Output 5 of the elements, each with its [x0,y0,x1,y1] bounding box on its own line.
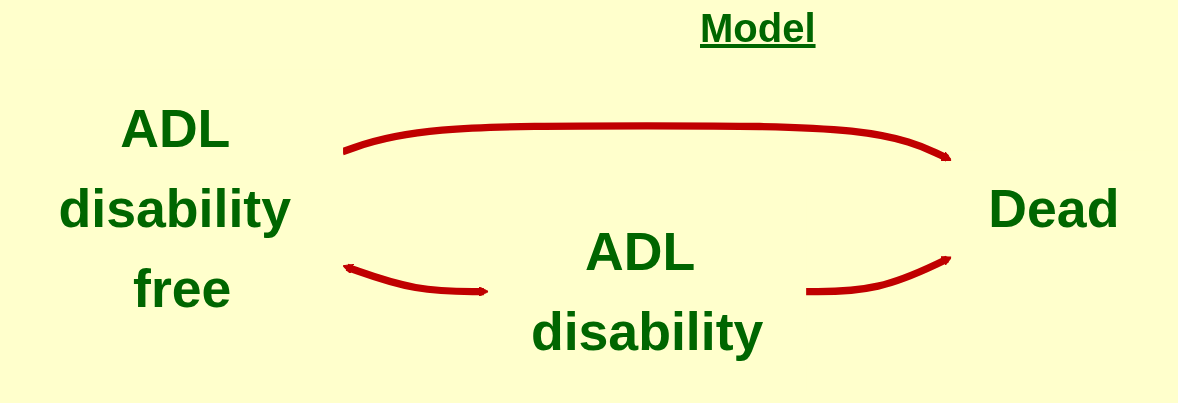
arrow [805,255,953,296]
node-text: ADL disability free [58,97,291,319]
diagram-title: Model [700,6,816,51]
node-text: Dead [988,178,1120,238]
node-text: ADL disability [530,220,764,361]
